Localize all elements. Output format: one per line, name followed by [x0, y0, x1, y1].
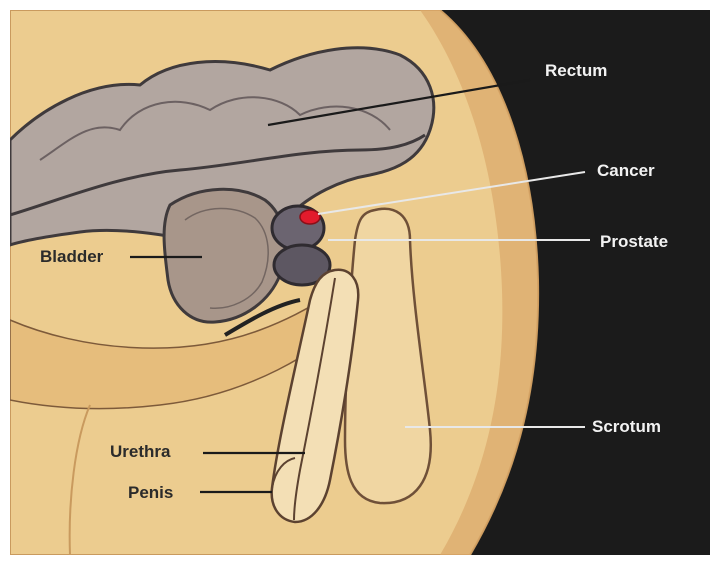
- label-prostate: Prostate: [600, 232, 668, 251]
- label-bladder: Bladder: [40, 247, 104, 266]
- label-urethra: Urethra: [110, 442, 171, 461]
- label-cancer: Cancer: [597, 161, 655, 180]
- label-rectum: Rectum: [545, 61, 607, 80]
- cancer-spot: [300, 210, 320, 224]
- label-scrotum: Scrotum: [592, 417, 661, 436]
- label-penis: Penis: [128, 483, 173, 502]
